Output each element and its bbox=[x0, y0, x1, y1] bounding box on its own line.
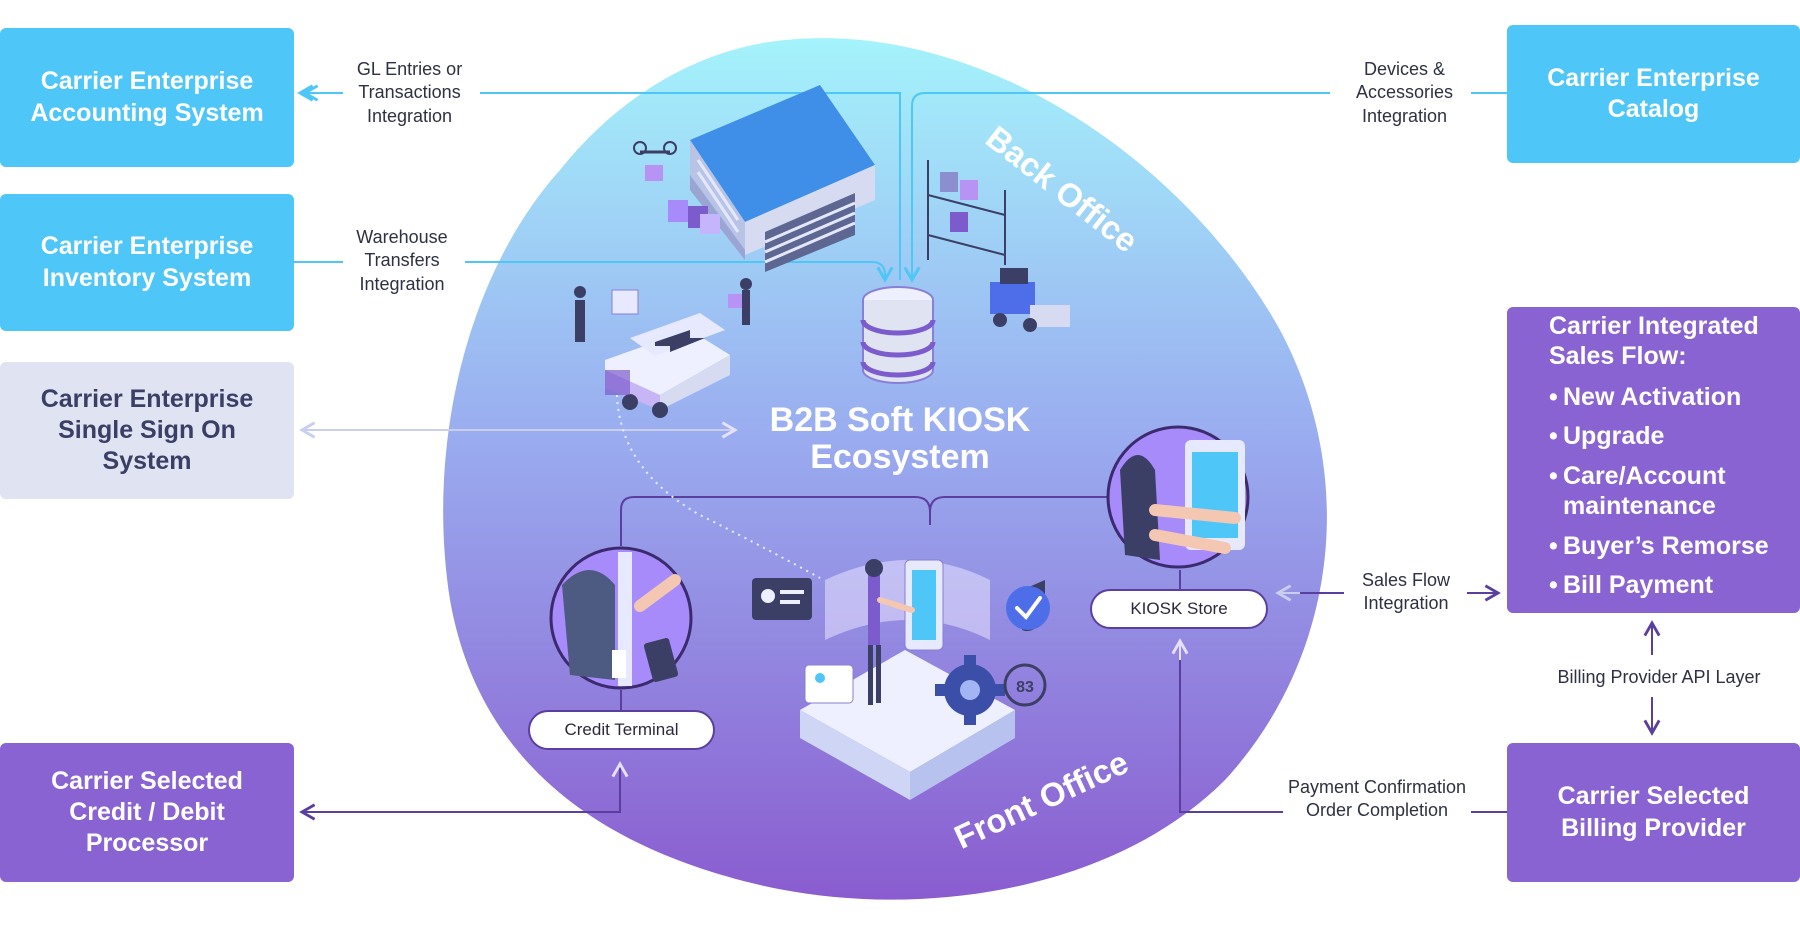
credit-processor-box: Carrier Selected Credit / Debit Processo… bbox=[0, 743, 294, 882]
billing-api-label: Billing Provider API Layer bbox=[1540, 666, 1778, 690]
processor-connector bbox=[299, 761, 629, 821]
database-icon bbox=[860, 286, 936, 384]
sales-flow-item: Care/Account maintenance bbox=[1549, 461, 1780, 522]
front-office-bracket bbox=[620, 496, 1108, 546]
sales-flow-integration-label: Sales Flow Integration bbox=[1345, 569, 1467, 616]
ecosystem-blob bbox=[443, 38, 1327, 900]
credit-terminal-pill: Credit Terminal bbox=[528, 710, 715, 750]
sso-system-box: Carrier Enterprise Single Sign On System bbox=[0, 362, 294, 499]
ecosystem-title: B2B Soft KIOSK Ecosystem bbox=[769, 401, 1031, 477]
warehouse-icon bbox=[690, 85, 875, 272]
payment-label: Payment Confirmation Order Completion bbox=[1283, 776, 1471, 823]
shelves-icon bbox=[927, 160, 1006, 265]
kiosk-store-pill: KIOSK Store bbox=[1090, 589, 1268, 629]
gl-label: GL Entries or Transactions Integration bbox=[343, 58, 476, 129]
boxes-icon bbox=[668, 200, 720, 234]
sales-flow-item: New Activation bbox=[1549, 382, 1780, 413]
forklift-icon bbox=[990, 268, 1070, 332]
drone-icon bbox=[633, 141, 677, 181]
credit-terminal-icon bbox=[549, 546, 693, 690]
center-kiosk-illustration bbox=[752, 559, 1015, 800]
devices-label: Devices & Accessories Integration bbox=[1338, 58, 1471, 129]
sales-flow-box: Carrier Integrated Sales Flow: New Activ… bbox=[1507, 307, 1800, 613]
truck-icon bbox=[605, 313, 730, 418]
warehouse-label: Warehouse Transfers Integration bbox=[343, 226, 461, 297]
payment-connector bbox=[1179, 642, 1507, 813]
devices-connector bbox=[912, 92, 1507, 280]
svg-text:83: 83 bbox=[1016, 679, 1034, 696]
sales-flow-item: Buyer’s Remorse bbox=[1549, 531, 1780, 562]
badge-icon: 83 bbox=[1003, 663, 1047, 707]
catalog-box: Carrier Enterprise Catalog bbox=[1507, 25, 1800, 163]
accounting-system-box: Carrier Enterprise Accounting System bbox=[0, 28, 294, 167]
kiosk-person-icon bbox=[1106, 425, 1250, 569]
inventory-system-box: Carrier Enterprise Inventory System bbox=[0, 194, 294, 331]
dotted-path bbox=[616, 394, 821, 579]
billing-provider-box: Carrier Selected Billing Provider bbox=[1507, 743, 1800, 882]
delivery-person-icon bbox=[574, 278, 752, 342]
checkmark-icon bbox=[1006, 580, 1050, 632]
warehouse-connector bbox=[293, 261, 885, 280]
sales-flow-list: New Activation Upgrade Care/Account main… bbox=[1549, 382, 1780, 610]
sales-flow-item: Bill Payment bbox=[1549, 570, 1780, 601]
gear-icon bbox=[935, 655, 1005, 725]
sales-flow-title: Carrier Integrated Sales Flow: bbox=[1549, 311, 1759, 371]
sales-flow-item: Upgrade bbox=[1549, 421, 1780, 452]
